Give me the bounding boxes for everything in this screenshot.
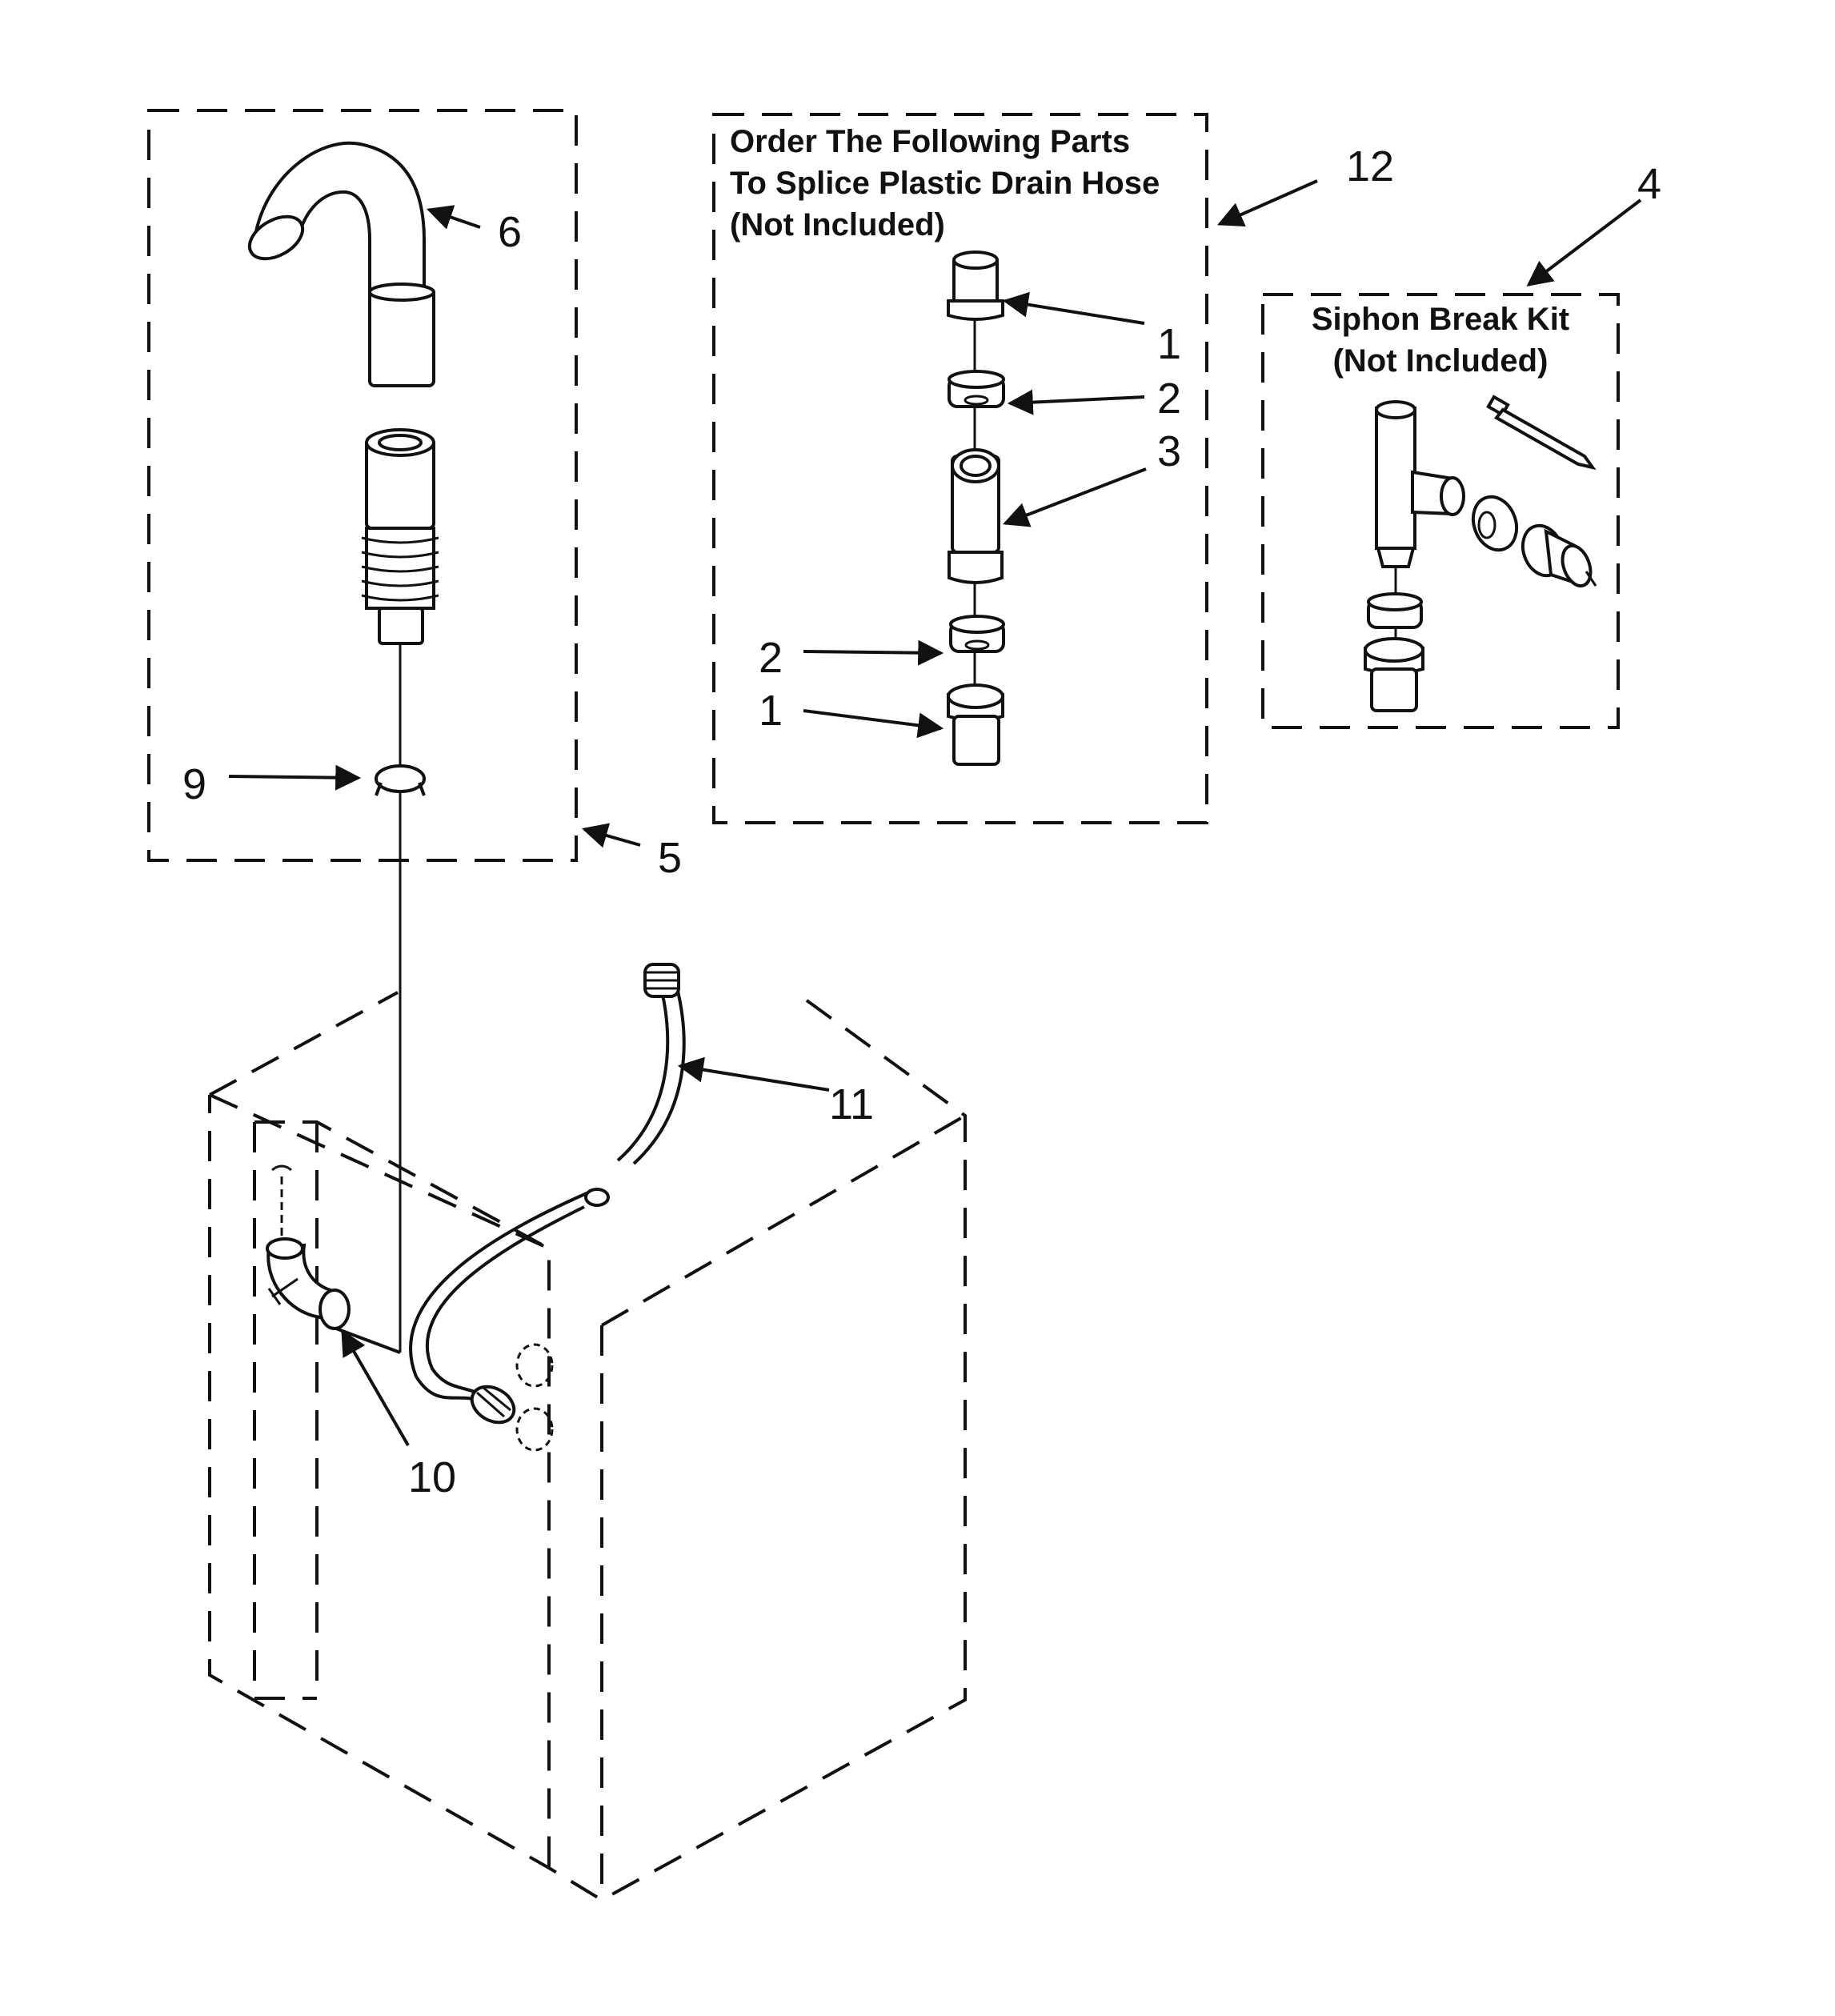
splice-kit-dashed-box: [712, 113, 1208, 824]
standpipe-kit-dashed-box: [147, 109, 578, 862]
siphon-bottom-adapter-part: [1364, 637, 1424, 712]
siphon-kit-dashed-box: [1261, 293, 1620, 729]
callout-12: 12: [1346, 142, 1394, 190]
arrow-1-bottom: [803, 709, 944, 739]
washer-cabinet-outline: [208, 991, 967, 1902]
splice-box-line1: Order The Following Parts: [730, 124, 1130, 159]
splice-clamp-top-part: [948, 370, 1005, 408]
arrow-9: [228, 764, 362, 791]
cable-tie-part: [1486, 395, 1597, 471]
callout-labels: 6 5 9 12 4 1 2 3 2 1 11 10: [182, 142, 1661, 1501]
arrow-4: [1526, 198, 1642, 287]
callout-4: 4: [1637, 160, 1661, 208]
siphon-kit-group: Siphon Break Kit (Not Included): [1261, 293, 1620, 729]
callout-9: 9: [182, 760, 206, 808]
siphon-box-line1: Siphon Break Kit: [1312, 302, 1569, 337]
callout-1-top: 1: [1157, 320, 1181, 368]
siphon-side-clamp-part: [1471, 495, 1519, 552]
arrow-3: [1003, 467, 1147, 527]
callout-2-top: 2: [1157, 375, 1181, 423]
hose-clip-part: [375, 764, 426, 796]
arrow-2-top: [1007, 389, 1145, 415]
siphon-tee-part: [1375, 400, 1465, 568]
splice-box-line3: (Not Included): [730, 207, 945, 242]
leader-arrows: [228, 179, 1642, 1447]
arrow-12: [1217, 179, 1318, 226]
splice-clamp-bottom-part: [949, 615, 1005, 653]
callout-5: 5: [658, 834, 682, 882]
callout-6: 6: [498, 208, 522, 256]
drain-hose-hook-part: [247, 141, 435, 387]
inlet-hose-part: [409, 963, 686, 1452]
siphon-bottom-clamp-part: [1367, 592, 1423, 629]
splice-adapter-top-part: [947, 250, 1004, 321]
arrow-10: [341, 1329, 410, 1447]
arrow-1-top: [1002, 291, 1145, 325]
callout-3: 3: [1157, 427, 1181, 475]
splice-kit-group: Order The Following Parts To Splice Plas…: [712, 113, 1208, 824]
siphon-side-adapter-part: [1520, 523, 1597, 588]
splice-connector-part: [948, 448, 1004, 584]
callout-2-bottom: 2: [759, 634, 783, 682]
arrow-6: [426, 205, 481, 230]
corrugated-hose-part: [361, 428, 439, 645]
arrow-11: [677, 1056, 830, 1092]
callout-11: 11: [829, 1080, 874, 1128]
arrow-5: [581, 823, 641, 848]
standpipe-kit-group: [147, 109, 578, 1353]
drain-elbow-part: [266, 1164, 401, 1354]
callout-1-bottom: 1: [759, 687, 783, 735]
siphon-box-line2: (Not Included): [1333, 343, 1549, 379]
arrow-2-bottom: [803, 639, 944, 666]
callout-10: 10: [408, 1453, 456, 1501]
splice-box-line2: To Splice Plastic Drain Hose: [730, 166, 1160, 201]
splice-adapter-bottom-part: [947, 683, 1004, 766]
